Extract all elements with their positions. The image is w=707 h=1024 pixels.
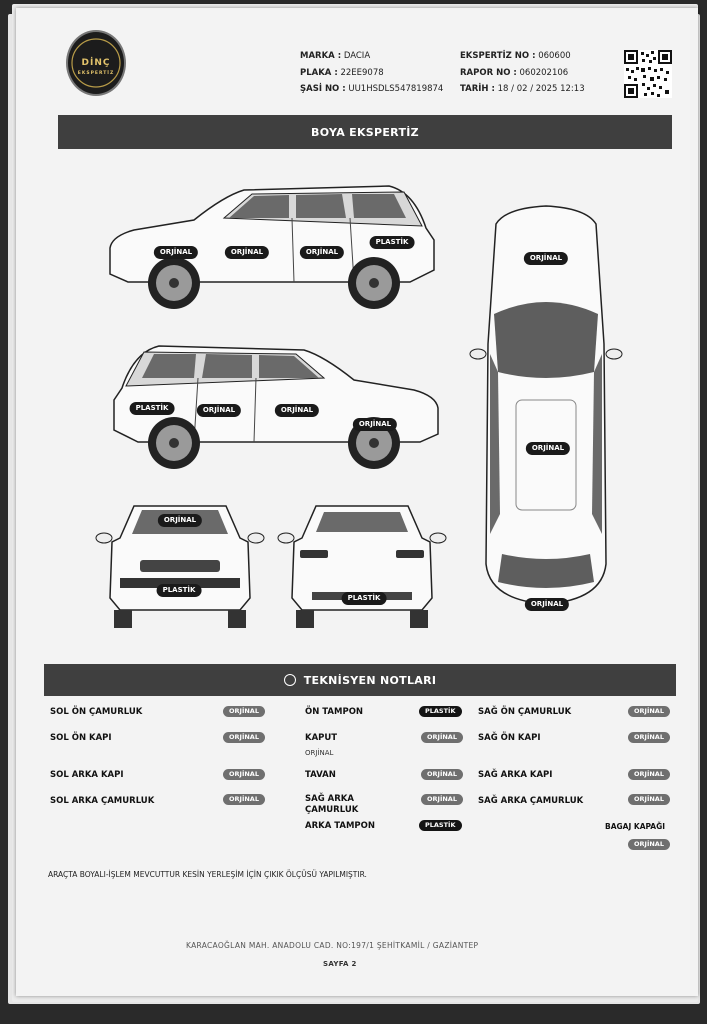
footer-page-number: SAYFA 2 [323, 960, 357, 968]
tag-front-hood: ORJİNAL [157, 514, 203, 527]
car-rear-diagram [277, 505, 447, 628]
note-label: SAĞ ARKA KAPI [478, 770, 553, 780]
note-status: ORJİNAL [223, 794, 265, 805]
chassis-row: ŞASİ NO : UU1HSDLS547819874 [300, 84, 444, 94]
note-label: SOL ARKA KAPI [50, 770, 124, 780]
date-row: TARİH : 18 / 02 / 2025 12:13 [460, 84, 585, 94]
tag-side-left-rear-fender: PLASTİK [369, 236, 415, 249]
car-side-left-diagram [109, 185, 435, 309]
note-status: ORJİNAL [223, 732, 265, 743]
tag-top-hood: ORJİNAL [523, 252, 569, 265]
tag-rear-bumper: PLASTİK [341, 592, 387, 605]
note-label: TAVAN [305, 770, 336, 780]
note-status: ORJİNAL [628, 769, 670, 780]
note-status: ORJİNAL [628, 732, 670, 743]
note-sub-value: ORJİNAL [305, 749, 334, 757]
brand-row: MARKA : DACIA [300, 51, 371, 61]
tag-top-trunk: ORJİNAL [524, 598, 570, 611]
tag-side-right-front-fender: ORJİNAL [352, 418, 398, 431]
tag-top-roof: ORJİNAL [525, 442, 571, 455]
note-label: SOL ÖN ÇAMURLUK [50, 707, 143, 717]
note-status: ORJİNAL [628, 794, 670, 805]
report-no-row: RAPOR NO : 060202106 [460, 67, 569, 78]
note-status: ORJİNAL [421, 732, 463, 743]
note-status: ORJİNAL [628, 839, 670, 850]
note-label: SAĞ ARKA ÇAMURLUK [305, 794, 359, 815]
note-status: ORJİNAL [421, 769, 463, 780]
note-status: PLASTİK [419, 706, 462, 717]
section-banner: BOYA EKSPERTİZ [58, 115, 672, 149]
plate-row: PLAKA : 22EE9078 [300, 67, 384, 78]
tag-side-left-rear-door: ORJİNAL [299, 246, 345, 259]
chat-icon [283, 674, 296, 686]
note-label: SAĞ ÖN ÇAMURLUK [478, 707, 572, 717]
note-label: BAGAJ KAPAĞI [605, 822, 666, 831]
vehicle-info: MARKA : DACIA PLAKA : 22EE9078 ŞASİ NO :… [300, 48, 443, 98]
footer-address: KARACAOĞLAN MAH. ANADOLU CAD. NO:197/1 Ş… [186, 941, 479, 950]
notes-banner: TEKNİSYEN NOTLARI [44, 664, 676, 696]
note-label: SOL ÖN KAPI [50, 733, 112, 743]
note-label: ARKA TAMPON [305, 821, 375, 831]
tag-side-left-front-door: ORJİNAL [224, 246, 270, 259]
svg-text:EKSPERTİZ: EKSPERTİZ [78, 69, 114, 76]
tag-side-right-rear-door: ORJİNAL [196, 404, 242, 417]
note-status: ORJİNAL [223, 769, 265, 780]
remark-text: ARAÇTA BOYALI-İŞLEM MEVCUTTUR KESİN YERL… [48, 870, 367, 879]
note-label: SAĞ ÖN KAPI [478, 733, 541, 743]
note-status: ORJİNAL [628, 706, 670, 717]
section-title: BOYA EKSPERTİZ [311, 125, 419, 139]
note-label: SAĞ ARKA ÇAMURLUK [478, 796, 584, 806]
report-page: DİNÇ EKSPERTİZ MARKA : DACIA PLAKA : 22E… [16, 8, 698, 996]
tag-side-right-rear-fender: PLASTİK [129, 402, 175, 415]
company-logo: DİNÇ EKSPERTİZ [66, 30, 126, 96]
note-label: SOL ARKA ÇAMURLUK [50, 796, 155, 806]
notes-title: TEKNİSYEN NOTLARI [303, 673, 437, 687]
qr-code [624, 50, 672, 98]
car-top-diagram [469, 205, 623, 605]
note-label: KAPUT [305, 733, 338, 743]
note-status: ORJİNAL [421, 794, 463, 805]
note-label: ÖN TAMPON [305, 707, 364, 717]
tag-side-right-front-door: ORJİNAL [274, 404, 320, 417]
expertise-no-row: EKSPERTİZ NO : 060600 [460, 51, 571, 61]
note-status: ORJİNAL [223, 706, 265, 717]
svg-text:DİNÇ: DİNÇ [82, 57, 111, 68]
report-info: EKSPERTİZ NO : 060600 RAPOR NO : 0602021… [460, 48, 585, 98]
tag-side-left-front-fender: ORJİNAL [153, 246, 199, 259]
note-status: PLASTİK [419, 820, 462, 831]
tag-front-bumper: PLASTİK [156, 584, 202, 597]
